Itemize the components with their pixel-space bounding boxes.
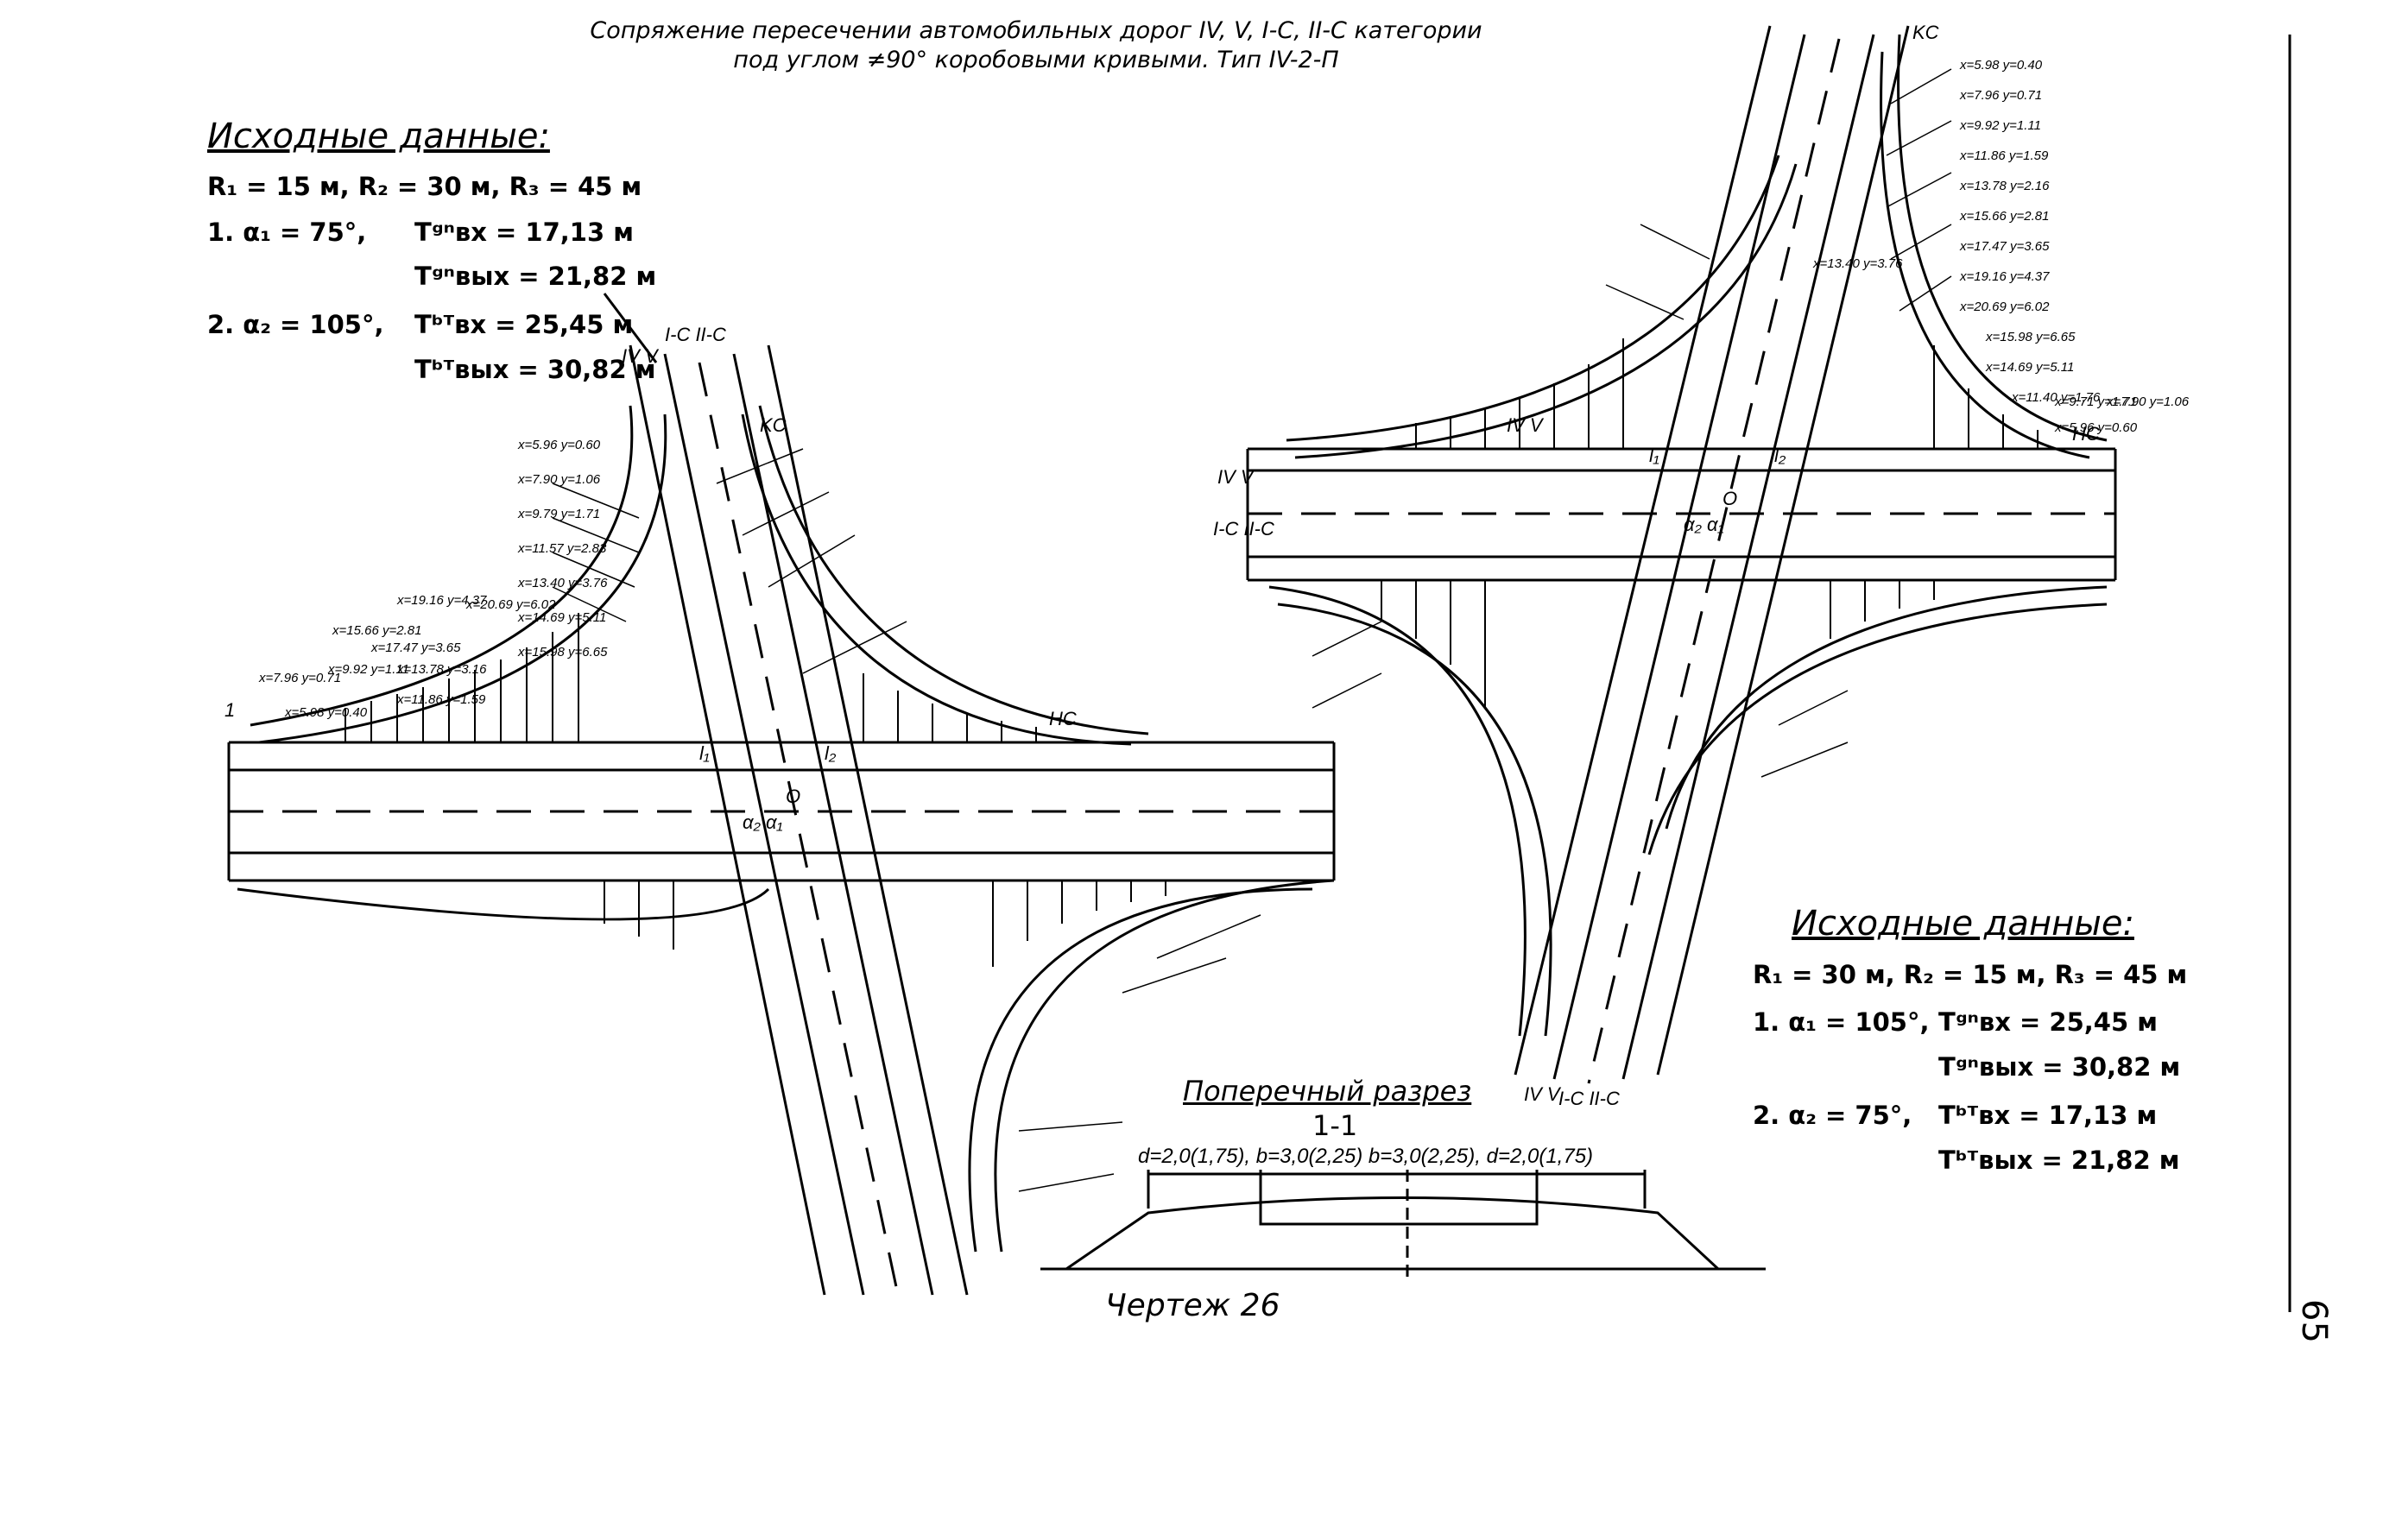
left-angle-label: α₂ α₁ bbox=[743, 811, 783, 833]
right-nc-label: HC bbox=[2072, 423, 2100, 445]
right-coordinate-labels: x=5.98 y=0.40 x=7.96 y=0.71 x=9.92 y=1.11 x… bbox=[1812, 58, 2190, 435]
drawing-title-line1: Сопряжение пересечении автомобильных дор… bbox=[590, 17, 1482, 44]
right-curve-ne bbox=[1897, 34, 2108, 442]
right-curve-sw bbox=[1268, 585, 1527, 1037]
left-nc-label: HC bbox=[1049, 708, 1077, 729]
left-curve-sw bbox=[237, 887, 770, 921]
drawing-title-line2: под углом ≠90° коробовыми кривыми. Тип I… bbox=[733, 47, 1339, 73]
left-intersection bbox=[227, 293, 1336, 1296]
right-coord-label-4: x=13.78 y=2.16 bbox=[1959, 179, 2050, 193]
right-coord-label-8: x=20.69 y=6.02 bbox=[1959, 300, 2050, 314]
left-coord-label-12: x=9.92 y=1.11 bbox=[327, 662, 409, 677]
right-radii: R₁ = 30 м, R₂ = 15 м, R₃ = 45 м bbox=[1753, 960, 2188, 989]
right-case2-angle: 2. α₂ = 75°, bbox=[1753, 1101, 1912, 1130]
right-center-label: O bbox=[1722, 488, 1737, 509]
left-cross-edge-1 bbox=[629, 344, 826, 1296]
drawing-caption: Чертеж 26 bbox=[1105, 1288, 1280, 1323]
right-coord-label-3: x=11.86 y=1.59 bbox=[1959, 148, 2049, 163]
left-coord-label-15: x=15.66 y=2.81 bbox=[332, 623, 421, 638]
left-center-label: O bbox=[786, 786, 800, 807]
left-coord-label-8: x=20.69 y=6.02 bbox=[465, 597, 556, 612]
right-coord-label-0: x=5.98 y=0.40 bbox=[1959, 58, 2043, 73]
section-profile bbox=[1065, 1196, 1720, 1271]
left-coord-label-2: x=9.79 y=1.71 bbox=[517, 507, 600, 521]
right-road-main-label: IV V bbox=[1507, 414, 1545, 436]
left-hatching bbox=[344, 613, 1166, 967]
drawing-labels: IV V I-C II-C O α₂ α₁ l₁ l₂ KC HC 1 IV V… bbox=[224, 22, 2100, 1109]
right-coord-label-12: x=9.71 y=1.71 bbox=[2054, 394, 2137, 409]
right-coord-label-14: x=5.96 y=0.60 bbox=[2054, 420, 2138, 435]
left-leaders bbox=[552, 448, 1261, 1192]
right-heading: Исходные данные: bbox=[1792, 904, 2134, 944]
right-coord-label-13: x=7.90 y=1.06 bbox=[2106, 394, 2190, 409]
left-l2-label: l₂ bbox=[825, 742, 837, 764]
section-heading: Поперечный разрез bbox=[1183, 1075, 1472, 1108]
right-hatching bbox=[1381, 338, 2039, 708]
left-coordinate-labels: x=5.96 y=0.60 x=7.90 y=1.06 x=9.79 y=1.71 x… bbox=[258, 438, 608, 720]
left-coord-label-0: x=5.96 y=0.60 bbox=[517, 438, 601, 452]
left-coord-label-13: x=7.96 y=0.71 bbox=[258, 671, 341, 685]
left-case1-t2: Tᵍⁿвых = 21,82 м bbox=[414, 262, 657, 291]
right-road-cross-label-bottom: I-C II-C bbox=[1558, 1088, 1620, 1109]
left-coord-label-7: x=19.16 y=4.37 bbox=[396, 593, 487, 608]
right-case2-t2: Tᵇᵀвых = 21,82 м bbox=[1938, 1146, 2180, 1175]
right-leaders bbox=[1312, 68, 1952, 778]
left-case2-angle: 2. α₂ = 105°, bbox=[207, 310, 384, 339]
left-case1-t1: Tᵍⁿвх = 17,13 м bbox=[414, 218, 634, 247]
left-road-main-label: IV V bbox=[622, 345, 660, 367]
left-coord-label-1: x=7.90 y=1.06 bbox=[517, 472, 601, 487]
right-coord-label-7: x=19.16 y=4.37 bbox=[1959, 269, 2050, 284]
left-heading: Исходные данные: bbox=[207, 117, 550, 156]
right-coord-label-11: x=11.40 y=1.76 bbox=[2011, 390, 2101, 405]
right-road-main-label-2: IV V bbox=[1217, 466, 1255, 488]
right-road-cross-label: I-C II-C bbox=[1213, 518, 1274, 540]
left-coord-label-4: x=13.40 y=3.76 bbox=[517, 576, 608, 590]
left-kc-label: KC bbox=[760, 414, 787, 436]
right-intersection bbox=[1246, 25, 2117, 1084]
right-cross-axis bbox=[1587, 38, 1841, 1084]
left-case2-t2: Tᵇᵀвых = 30,82 м bbox=[414, 355, 656, 384]
right-kc-label: KC bbox=[1912, 22, 1939, 43]
right-curve-nw bbox=[1286, 155, 1780, 442]
left-coord-label-3: x=11.57 y=2.83 bbox=[517, 541, 607, 556]
left-coord-label-5: x=14.69 y=5.11 bbox=[517, 610, 606, 625]
right-l2-label: l₂ bbox=[1774, 445, 1786, 466]
left-case1-angle: 1. α₁ = 75°, bbox=[207, 218, 367, 247]
section-label: 1-1 bbox=[1312, 1109, 1358, 1142]
right-cross-edge-1 bbox=[1514, 25, 1772, 1076]
left-cross-edge-2 bbox=[767, 344, 969, 1296]
right-cross-edge-2 bbox=[1656, 25, 1910, 1076]
left-mark-label: 1 bbox=[224, 699, 235, 721]
left-coord-label-6: x=15.98 y=6.65 bbox=[517, 645, 608, 660]
left-coord-label-14: x=5.98 y=0.40 bbox=[284, 705, 368, 720]
right-coord-label-10: x=14.69 y=5.11 bbox=[1985, 360, 2074, 375]
right-angle-label: α₂ α₁ bbox=[1684, 514, 1724, 535]
section-dims: d=2,0(1,75), b=3,0(2,25) b=3,0(2,25), d=… bbox=[1138, 1145, 1594, 1168]
cross-section bbox=[1040, 1170, 1766, 1278]
right-coord-label-6: x=17.47 y=3.65 bbox=[1959, 239, 2050, 254]
right-case1-t1: Tᵍⁿвх = 25,45 м bbox=[1938, 1007, 2158, 1037]
right-l1-label: l₁ bbox=[1649, 445, 1659, 466]
left-l1-label: l₁ bbox=[699, 742, 710, 764]
left-curve-se bbox=[968, 887, 1313, 1253]
right-case2-t1: Tᵇᵀвх = 17,13 м bbox=[1938, 1101, 2158, 1130]
right-coord-label-15: x=13.40 y=3.76 bbox=[1812, 256, 1903, 271]
right-coord-label-9: x=15.98 y=6.65 bbox=[1985, 330, 2076, 344]
right-road-main-label-bottom: IV V bbox=[1524, 1083, 1562, 1105]
left-coord-label-11: x=11.86 y=1.59 bbox=[396, 692, 486, 707]
left-coord-label-10: x=13.78 y=3.16 bbox=[396, 662, 487, 677]
left-road-cross-label: I-C II-C bbox=[665, 324, 726, 345]
right-coord-label-5: x=15.66 y=2.81 bbox=[1959, 209, 2049, 224]
left-coord-label-9: x=17.47 y=3.65 bbox=[370, 641, 461, 655]
left-case2-t1: Tᵇᵀвх = 25,45 м bbox=[414, 310, 634, 339]
left-curve-ne bbox=[758, 405, 1149, 735]
right-coord-label-2: x=9.92 y=1.11 bbox=[1959, 118, 2041, 133]
left-curve-nw bbox=[250, 405, 634, 727]
right-coord-label-1: x=7.96 y=0.71 bbox=[1959, 88, 2042, 103]
right-case1-angle: 1. α₁ = 105°, bbox=[1753, 1007, 1930, 1037]
left-radii: R₁ = 15 м, R₂ = 30 м, R₃ = 45 м bbox=[207, 172, 642, 201]
right-case1-t2: Tᵍⁿвых = 30,82 м bbox=[1938, 1052, 2181, 1082]
